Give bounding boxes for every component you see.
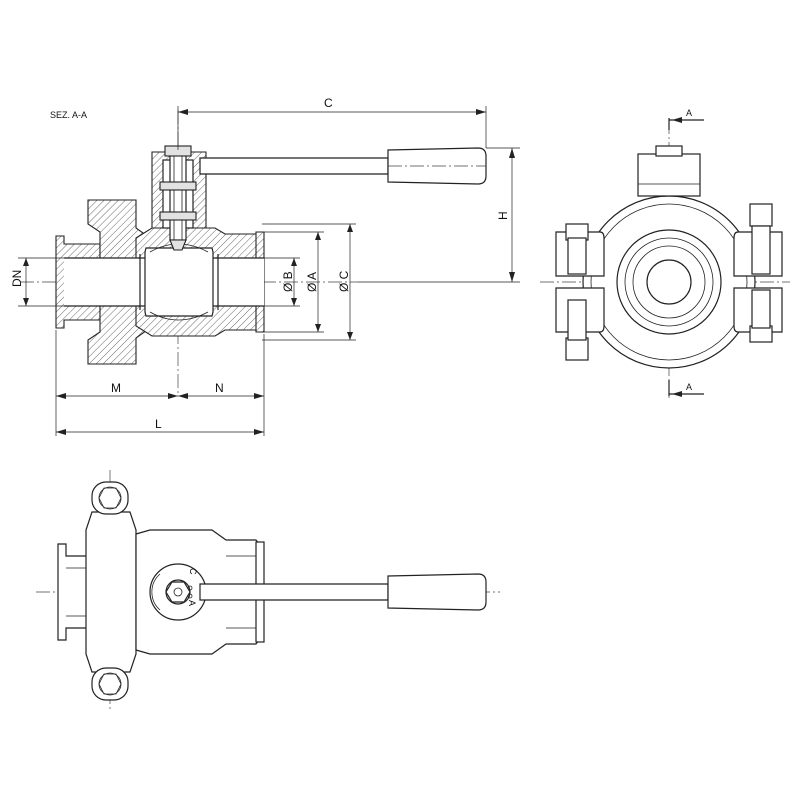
dim-label-a: Ø A: [305, 272, 319, 292]
top-view: C A: [36, 470, 500, 710]
top-bolt-lower: [91, 667, 129, 701]
stop-mark-a: A: [187, 600, 197, 606]
dim-label-b: Ø B: [281, 271, 295, 292]
section-marker-top: A: [686, 108, 692, 118]
dim-label-h: H: [496, 211, 510, 220]
end-bolt-right: [749, 203, 773, 227]
section-marker-bottom: A: [686, 382, 692, 392]
end-bolt-left: [565, 337, 589, 361]
dim-label-m: M: [111, 381, 121, 395]
end-bore: [646, 259, 692, 305]
dim-label-dn: DN: [10, 270, 24, 287]
stem-hex-nut: [165, 581, 191, 603]
stop-mark-c: C: [188, 568, 198, 575]
top-handle-lever: [199, 583, 389, 601]
dim-label-n: N: [215, 381, 224, 395]
end-stem-block: [637, 153, 701, 197]
handle-lever: [199, 157, 389, 175]
section-view: SEZ. A-A: [10, 96, 520, 436]
top-handle-grip: [387, 573, 487, 611]
stem: [169, 149, 187, 241]
end-view: A A: [540, 108, 790, 398]
ball: [144, 247, 214, 317]
top-clamp: [85, 511, 137, 673]
top-bolt-upper: [91, 481, 129, 515]
dim-label-c-dia: Ø C: [337, 270, 351, 292]
dim-label-l: L: [155, 417, 162, 431]
section-title: SEZ. A-A: [50, 110, 87, 120]
dim-label-c: C: [324, 96, 333, 110]
